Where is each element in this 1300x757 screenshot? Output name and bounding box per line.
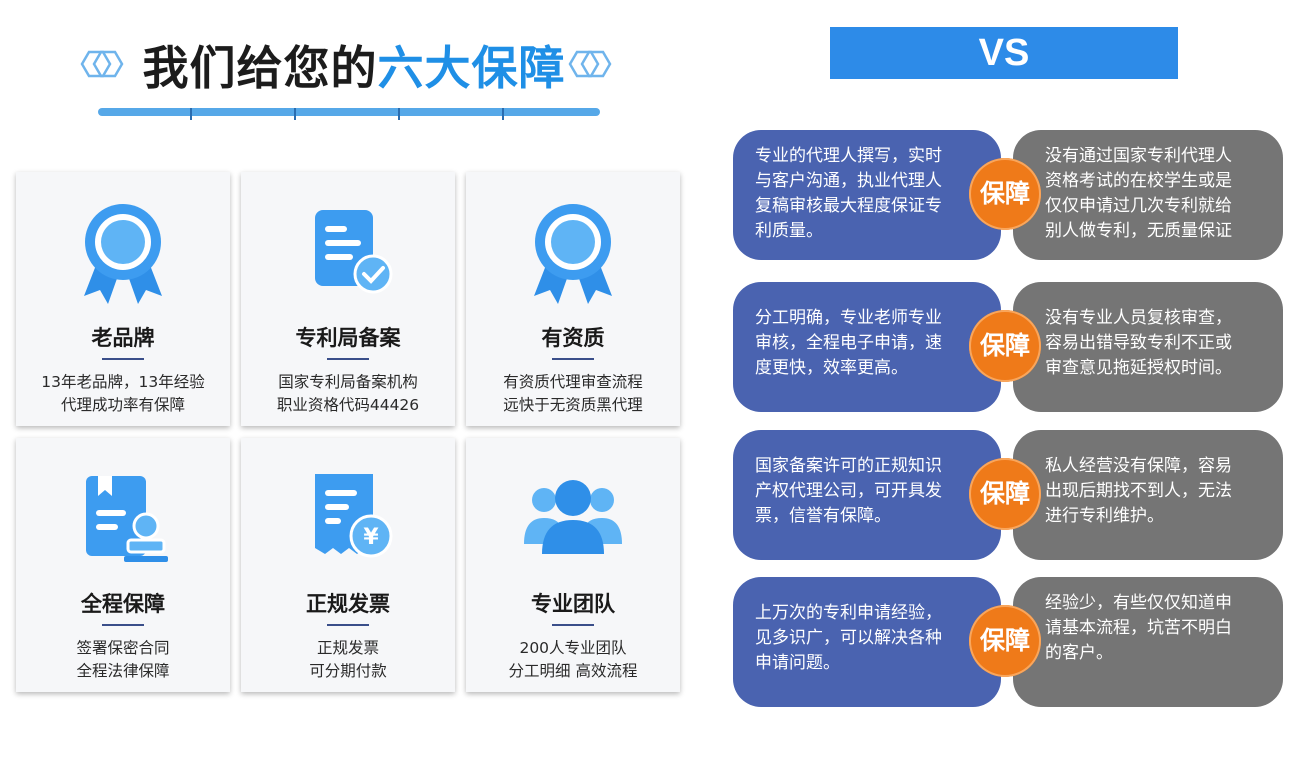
guarantee-badge: 保障 bbox=[969, 158, 1041, 230]
text-line: 专业的代理人撰写，实时 bbox=[755, 146, 942, 166]
card-desc-line: 分工明细 高效流程 bbox=[508, 662, 638, 680]
title-part-blue: 六大保障 bbox=[377, 41, 566, 95]
card-desc-line: 可分期付款 bbox=[309, 662, 387, 680]
svg-text:¥: ¥ bbox=[363, 525, 379, 550]
text-line: 经验少，有些仅仅知道申 bbox=[1045, 593, 1232, 613]
text-line: 进行专利维护。 bbox=[1045, 506, 1164, 526]
title-underline bbox=[98, 108, 600, 120]
our-advantage-pill bbox=[733, 130, 1001, 260]
text-line: 国家备案许可的正规知识 bbox=[755, 456, 942, 476]
text-line: 与客户沟通，执业代理人 bbox=[755, 171, 942, 191]
competitor-weakness-text: 私人经营没有保障，容易 出现后期找不到人，无法 进行专利维护。 bbox=[1045, 454, 1267, 529]
our-advantage-pill bbox=[733, 430, 1001, 560]
invoice-yen-icon: ¥ bbox=[315, 474, 393, 558]
text-line: 分工明确，专业老师专业 bbox=[755, 308, 942, 328]
comparison-row: 国家备案许可的正规知识 产权代理公司，可开具发 票，信誉有保障。 私人经营没有保… bbox=[733, 430, 1285, 560]
guarantee-badge: 保障 bbox=[969, 605, 1041, 677]
our-advantage-text: 专业的代理人撰写，实时 与客户沟通，执业代理人 复稿审核最大程度保证专 利质量。 bbox=[755, 144, 970, 244]
text-line: 见多识广，可以解决各种 bbox=[755, 628, 942, 648]
award-ribbon-icon bbox=[84, 204, 162, 304]
card-desc-line: 国家专利局备案机构 bbox=[278, 373, 418, 391]
divider bbox=[552, 358, 594, 360]
card-desc-line: 签署保密合同 bbox=[76, 639, 170, 657]
divider bbox=[327, 624, 369, 626]
text-line: 别人做专利，无质量保证 bbox=[1045, 221, 1232, 241]
text-line: 容易出错导致专利不正或 bbox=[1045, 333, 1232, 353]
card-desc-line: 全程法律保障 bbox=[76, 662, 170, 680]
text-line: 资格考试的在校学生或是 bbox=[1045, 171, 1232, 191]
card-desc-line: 13年老品牌，13年经验 bbox=[41, 373, 205, 391]
our-advantage-text: 分工明确，专业老师专业 审核，全程电子申请，速 度更快，效率更高。 bbox=[755, 306, 970, 381]
text-line: 没有通过国家专利代理人 bbox=[1045, 146, 1232, 166]
card-qualification: 有资质 有资质代理审查流程 远快于无资质黑代理 bbox=[466, 172, 680, 426]
text-line: 审核，全程电子申请，速 bbox=[755, 333, 942, 353]
text-line: 请基本流程，坑苦不明白 bbox=[1045, 618, 1232, 638]
card-desc-line: 正规发票 bbox=[316, 639, 379, 657]
our-advantage-pill bbox=[733, 577, 1001, 707]
page-title: 我们给您的六大保障 bbox=[134, 32, 574, 98]
text-line: 票，信誉有保障。 bbox=[755, 506, 891, 526]
card-desc-line: 职业资格代码44426 bbox=[276, 396, 420, 414]
certificate-stamp-icon bbox=[86, 476, 168, 562]
hexagon-decoration-icon bbox=[568, 50, 612, 78]
guarantee-badge: 保障 bbox=[969, 310, 1041, 382]
text-line: 产权代理公司，可开具发 bbox=[755, 481, 942, 501]
card-full-protection: 全程保障 签署保密合同 全程法律保障 bbox=[16, 438, 230, 692]
card-title: 有资质 bbox=[541, 326, 605, 350]
hexagon-decoration-icon bbox=[80, 50, 124, 78]
card-desc-line: 200人专业团队 bbox=[519, 639, 627, 657]
competitor-weakness-pill bbox=[1013, 282, 1283, 412]
title-part-dark: 我们给您的 bbox=[142, 41, 378, 95]
comparison-row: 上万次的专利申请经验， 见多识广，可以解决各种 申请问题。 经验少，有些仅仅知道… bbox=[733, 577, 1285, 707]
divider bbox=[102, 624, 144, 626]
divider bbox=[102, 358, 144, 360]
card-title: 正规发票 bbox=[306, 592, 390, 616]
divider bbox=[327, 358, 369, 360]
card-title: 全程保障 bbox=[81, 592, 165, 616]
section-title: 我们给您的六大保障 bbox=[70, 28, 630, 128]
award-ribbon-icon bbox=[534, 204, 612, 304]
divider bbox=[552, 624, 594, 626]
competitor-weakness-pill bbox=[1013, 130, 1283, 260]
text-line: 度更快，效率更高。 bbox=[755, 358, 908, 378]
team-people-icon bbox=[524, 480, 622, 554]
competitor-weakness-text: 没有专业人员复核审查， 容易出错导致专利不正或 审查意见拖延授权时间。 bbox=[1045, 306, 1267, 381]
card-invoice: ¥ 正规发票 正规发票 可分期付款 bbox=[241, 438, 455, 692]
competitor-weakness-pill bbox=[1013, 577, 1283, 707]
our-advantage-text: 上万次的专利申请经验， 见多识广，可以解决各种 申请问题。 bbox=[755, 601, 970, 676]
vs-banner: VS bbox=[830, 27, 1178, 79]
comparison-row: 分工明确，专业老师专业 审核，全程电子申请，速 度更快，效率更高。 没有专业人员… bbox=[733, 282, 1285, 412]
text-line: 上万次的专利申请经验， bbox=[755, 603, 942, 623]
card-patent-office: 专利局备案 国家专利局备案机构 职业资格代码44426 bbox=[241, 172, 455, 426]
text-line: 仅仅申请过几次专利就给 bbox=[1045, 196, 1232, 216]
card-old-brand: 老品牌 13年老品牌，13年经验 代理成功率有保障 bbox=[16, 172, 230, 426]
competitor-weakness-text: 经验少，有些仅仅知道申 请基本流程，坑苦不明白 的客户。 bbox=[1045, 591, 1267, 666]
card-desc-line: 远快于无资质黑代理 bbox=[503, 396, 643, 414]
card-title: 专业团队 bbox=[531, 592, 615, 616]
card-desc-line: 代理成功率有保障 bbox=[60, 396, 185, 414]
card-team: 专业团队 200人专业团队 分工明细 高效流程 bbox=[466, 438, 680, 692]
card-desc-line: 有资质代理审查流程 bbox=[503, 373, 643, 391]
our-advantage-text: 国家备案许可的正规知识 产权代理公司，可开具发 票，信誉有保障。 bbox=[755, 454, 970, 529]
card-title: 专利局备案 bbox=[295, 326, 401, 350]
guarantee-badge: 保障 bbox=[969, 458, 1041, 530]
competitor-weakness-pill bbox=[1013, 430, 1283, 560]
text-line: 复稿审核最大程度保证专 bbox=[755, 196, 942, 216]
text-line: 利质量。 bbox=[755, 221, 823, 241]
text-line: 的客户。 bbox=[1045, 643, 1113, 663]
text-line: 出现后期找不到人，无法 bbox=[1045, 481, 1232, 501]
text-line: 审查意见拖延授权时间。 bbox=[1045, 358, 1232, 378]
card-title: 老品牌 bbox=[91, 326, 155, 350]
text-line: 私人经营没有保障，容易 bbox=[1045, 456, 1232, 476]
document-check-icon bbox=[315, 210, 393, 294]
competitor-weakness-text: 没有通过国家专利代理人 资格考试的在校学生或是 仅仅申请过几次专利就给 别人做专… bbox=[1045, 144, 1267, 244]
text-line: 申请问题。 bbox=[755, 653, 840, 673]
text-line: 没有专业人员复核审查， bbox=[1045, 308, 1232, 328]
our-advantage-pill bbox=[733, 282, 1001, 412]
comparison-row: 专业的代理人撰写，实时 与客户沟通，执业代理人 复稿审核最大程度保证专 利质量。… bbox=[733, 130, 1285, 260]
